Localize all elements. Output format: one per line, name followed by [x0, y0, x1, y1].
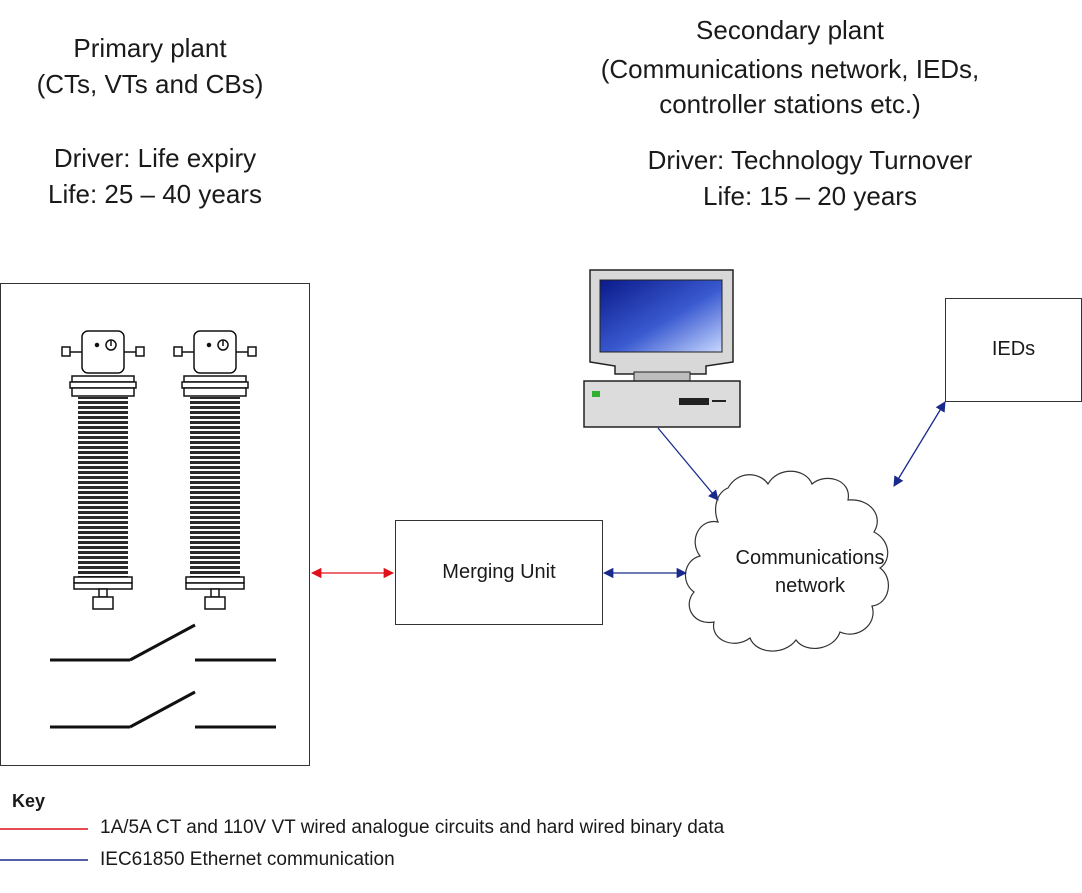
secondary-life: Life: 15 – 20 years: [703, 181, 917, 211]
instrument-transformer-icon: [61, 330, 145, 610]
primary-plant-subtitle: (CTs, VTs and CBs): [36, 69, 264, 99]
computer-workstation-icon: [583, 269, 741, 428]
ethernet-link-workstation: [657, 427, 719, 501]
key-title: Key: [12, 791, 46, 811]
primary-plant-title: Primary plant: [73, 33, 227, 63]
primary-life: Life: 25 – 40 years: [48, 179, 262, 209]
circuit-breaker-icon: [50, 623, 276, 662]
key-blue-label: IEC61850 Ethernet communication: [100, 849, 395, 870]
instrument-transformer-icon: [173, 330, 257, 610]
secondary-plant-subtitle-2: controller stations etc.): [659, 89, 921, 119]
network-label-2: network: [774, 575, 846, 597]
network-label: Communications: [735, 547, 885, 569]
secondary-plant-title: Secondary plant: [696, 15, 884, 45]
merging-unit-label: Merging Unit: [442, 561, 556, 583]
ethernet-link-ieds: [893, 401, 946, 487]
circuit-breaker-icon: [50, 690, 276, 729]
key-red-label: 1A/5A CT and 110V VT wired analogue circ…: [100, 817, 725, 838]
secondary-driver: Driver: Technology Turnover: [647, 145, 973, 175]
merging-unit-box: [395, 520, 603, 625]
secondary-plant-subtitle: (Communications network, IEDs,: [600, 54, 980, 84]
ieds-label: IEDs: [991, 338, 1036, 360]
primary-driver: Driver: Life expiry: [53, 143, 257, 173]
primary-plant-box: [0, 283, 310, 766]
